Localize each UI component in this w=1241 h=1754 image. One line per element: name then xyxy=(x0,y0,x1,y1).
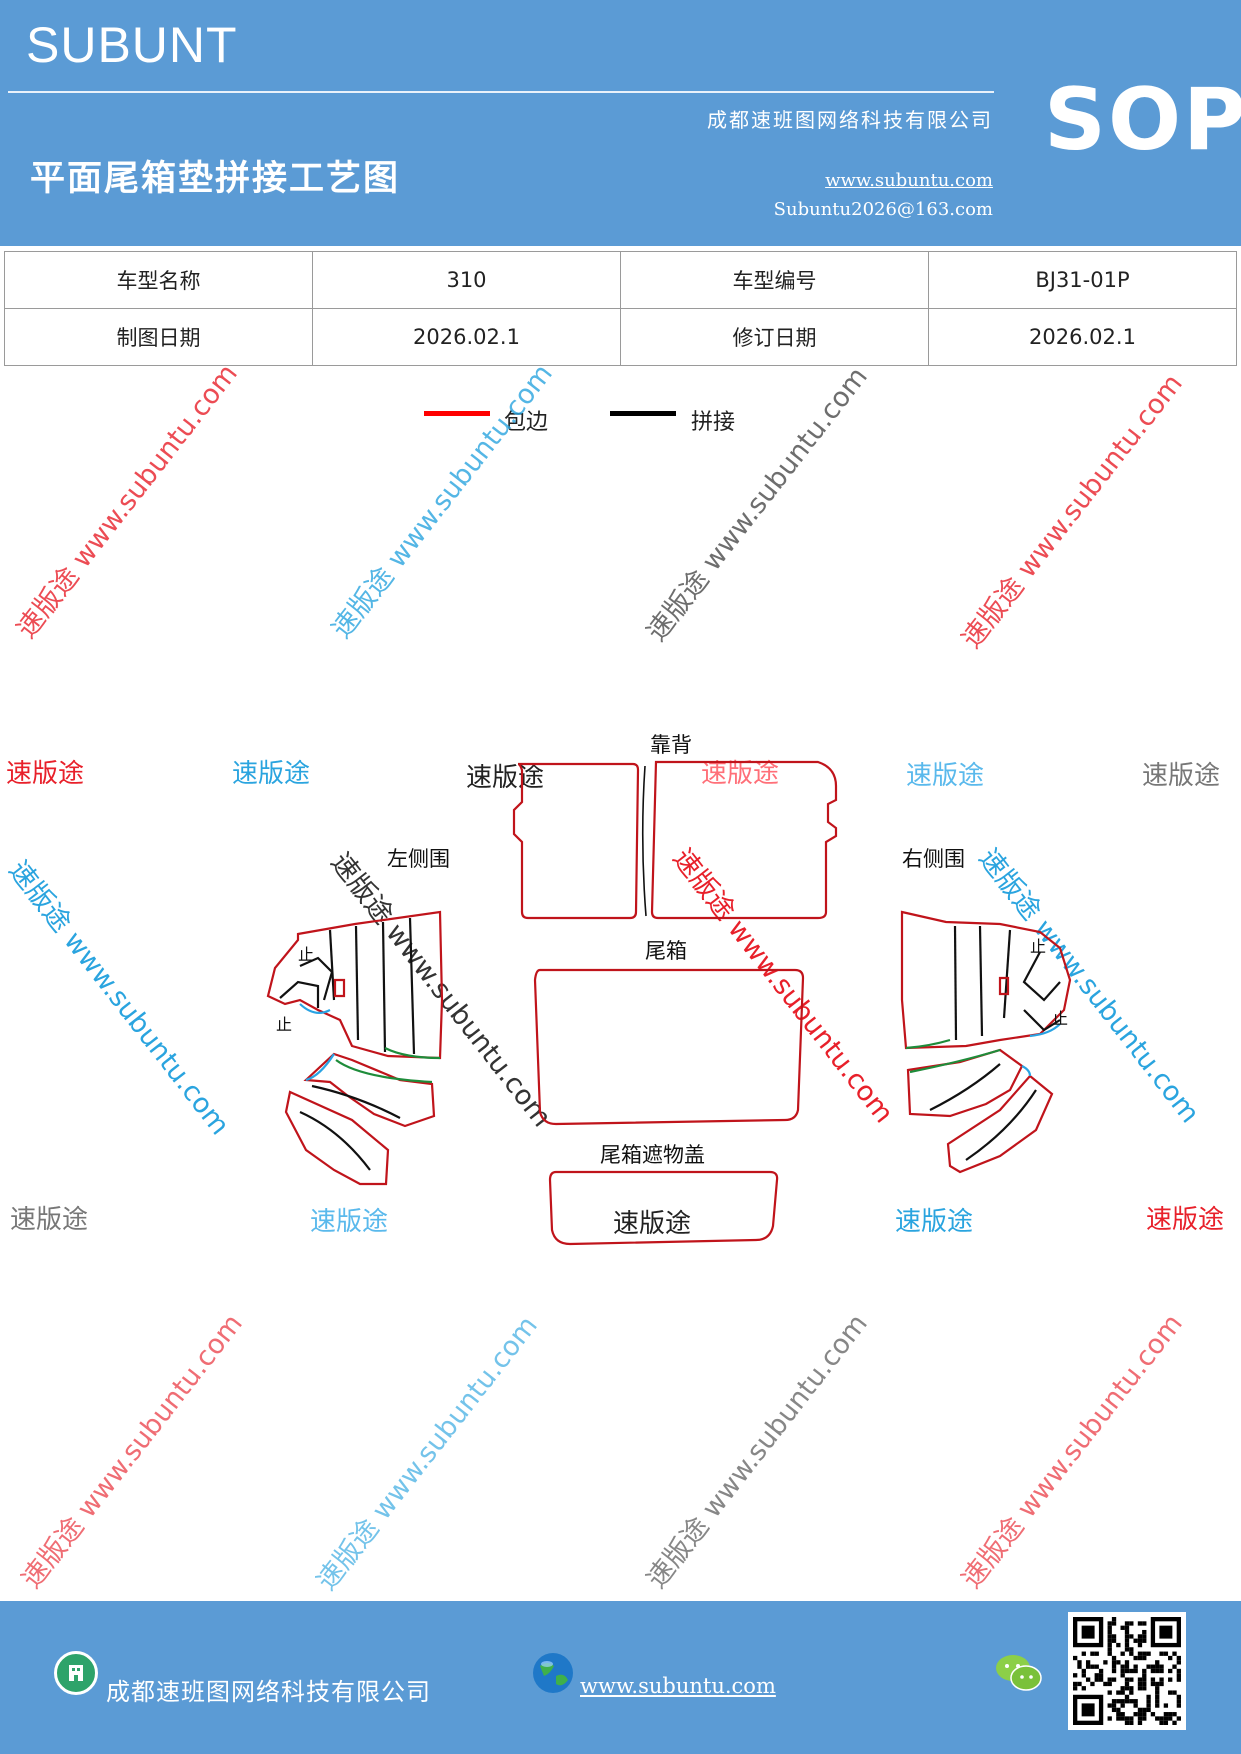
website-link[interactable]: www.subuntu.com xyxy=(825,170,993,191)
right-side-label: 右侧围 xyxy=(902,847,965,871)
watermark-diagonal: 速版途 www.subuntu.com xyxy=(641,362,874,648)
table-row: 制图日期 2026.02.1 修订日期 2026.02.1 xyxy=(4,308,1237,366)
watermark-word: 速版途 xyxy=(232,759,310,789)
left-side-panel xyxy=(266,910,444,1186)
backrest-left-panel xyxy=(512,762,640,920)
stop-mark: 止 xyxy=(298,945,314,964)
trunk-mat xyxy=(533,968,805,1126)
watermark-diagonal: 速版途 www.subuntu.com xyxy=(2,855,235,1141)
sop-badge: SOP xyxy=(1044,70,1241,170)
watermark-diagonal: 速版途 www.subuntu.com xyxy=(311,1311,544,1597)
revise-date-value: 2026.02.1 xyxy=(928,308,1237,366)
globe-icon xyxy=(530,1650,576,1696)
watermark-diagonal: 速版途 www.subuntu.com xyxy=(16,1309,249,1595)
stop-mark: 止 xyxy=(276,1015,292,1034)
header-banner: SUBUNT 成都速班图网络科技有限公司 平面尾箱垫拼接工艺图 www.subu… xyxy=(0,0,1241,246)
watermark-diagonal: 速版途 www.subuntu.com xyxy=(641,1309,874,1595)
watermark-word: 速版途 xyxy=(310,1207,388,1237)
watermark-diagonal: 速版途 www.subuntu.com xyxy=(666,843,899,1129)
watermark-word: 速版途 xyxy=(895,1207,973,1237)
email-address[interactable]: Subuntu2026@163.com xyxy=(773,199,993,220)
model-name-label: 车型名称 xyxy=(4,251,313,309)
watermark-word: 速版途 xyxy=(701,759,779,789)
building-icon xyxy=(54,1651,98,1695)
watermark-word: 速版途 xyxy=(613,1209,691,1239)
company-name: 成都速班图网络科技有限公司 xyxy=(707,108,993,132)
model-name-value: 310 xyxy=(312,251,621,309)
vehicle-info-table: 车型名称 310 车型编号 BJ31-01P 制图日期 2026.02.1 修订… xyxy=(4,251,1237,366)
cover-label: 尾箱遮物盖 xyxy=(600,1143,705,1167)
edge-line-swatch xyxy=(424,411,490,416)
watermark-word: 速版途 xyxy=(6,759,84,789)
watermark-word: 速版途 xyxy=(906,761,984,791)
trunk-label: 尾箱 xyxy=(645,939,687,963)
left-side-label: 左侧围 xyxy=(387,847,450,871)
stop-mark: 止 xyxy=(1052,1009,1068,1028)
watermark-word: 速版途 xyxy=(10,1205,88,1235)
cover-panel xyxy=(548,1170,779,1246)
watermark-diagonal: 速版途 www.subuntu.com xyxy=(956,369,1189,655)
splice-diagram: 速版途 www.subuntu.com 速版途 www.subuntu.com … xyxy=(2,359,1224,1597)
watermark-word: 速版途 xyxy=(1146,1205,1224,1235)
watermark-diagonal: 速版途 www.subuntu.com xyxy=(326,359,559,645)
qr-code[interactable] xyxy=(1068,1612,1186,1730)
right-side-panel xyxy=(900,910,1072,1174)
backrest-right-panel xyxy=(650,760,838,920)
watermark-diagonal: 速版途 www.subuntu.com xyxy=(11,359,244,645)
footer-website-link[interactable]: www.subuntu.com xyxy=(580,1674,776,1698)
revise-date-label: 修订日期 xyxy=(620,308,929,366)
joint-legend-label: 拼接 xyxy=(691,410,736,435)
document-title: 平面尾箱垫拼接工艺图 xyxy=(30,159,401,199)
header-divider xyxy=(8,91,994,93)
backrest-label: 靠背 xyxy=(650,733,692,757)
watermark-diagonal: 速版途 www.subuntu.com xyxy=(956,1309,1189,1595)
brand-name: SUBUNT xyxy=(26,17,238,73)
watermark-word: 速版途 xyxy=(1142,761,1220,791)
wechat-icon[interactable] xyxy=(994,1652,1044,1694)
draw-date-value: 2026.02.1 xyxy=(312,308,621,366)
draw-date-label: 制图日期 xyxy=(4,308,313,366)
edge-legend-label: 包边 xyxy=(504,410,549,435)
joint-line-swatch xyxy=(610,411,676,416)
stop-mark: 止 xyxy=(1030,937,1046,956)
watermark-word: 速版途 xyxy=(466,763,544,793)
footer-company-name: 成都速班图网络科技有限公司 xyxy=(106,1678,431,1706)
model-code-label: 车型编号 xyxy=(620,251,929,309)
backrest-center-joint xyxy=(641,765,647,917)
